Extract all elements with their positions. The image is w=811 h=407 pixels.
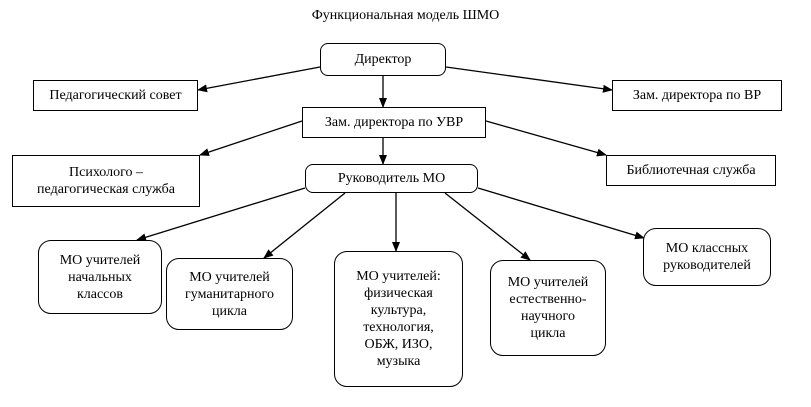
arrow-director-to-deputy-vr [445,66,613,93]
node-mo-science-label: МО учителей естественно-научного цикла [507,275,589,341]
arrow-mo-head-to-humanities [263,192,346,259]
node-mo-class-teachers-label: МО классных руководителей [663,241,751,273]
node-mo-head: Руководитель МО [305,164,478,193]
arrow-deputy-uvr-to-library [485,120,607,157]
node-psych-service-label: Психолого – педагогическая служба [37,165,175,197]
node-deputy-uvr-label: Зам. директора по УВР [324,115,464,130]
node-mo-primary-label: МО учителей начальных классов [59,252,141,302]
node-mo-head-label: Руководитель МО [337,171,446,186]
arrow-director-to-ped-council [197,66,321,93]
node-mo-pe-label: МО учителей: физическая культура, технол… [356,269,441,369]
node-ped-council: Педагогический совет [33,80,198,111]
node-mo-humanities-label: МО учителей гуманитарного цикла [185,269,274,319]
node-ped-council-label: Педагогический совет [49,88,182,103]
node-deputy-vr-label: Зам. директора по ВР [632,88,762,103]
node-mo-pe: МО учителей: физическая культура, технол… [334,251,463,387]
node-director-label: Директор [354,52,412,67]
node-library: Библиотечная служба [606,155,776,186]
node-mo-class-teachers: МО классных руководителей [643,228,771,286]
node-director: Директор [320,43,446,76]
node-library-label: Библиотечная служба [626,163,756,178]
node-deputy-vr: Зам. директора по ВР [612,80,782,111]
arrow-mo-head-to-science [444,192,531,261]
node-mo-humanities: МО учителей гуманитарного цикла [166,258,293,330]
diagram-title: Функциональная модель ШМО [311,8,500,23]
node-mo-primary: МО учителей начальных классов [38,240,162,314]
node-mo-science: МО учителей естественно-научного цикла [490,260,606,356]
node-deputy-uvr: Зам. директора по УВР [302,107,486,138]
arrow-deputy-uvr-to-psych [199,120,303,156]
arrow-mo-head-to-class-teachers [477,187,645,240]
node-psych-service: Психолого – педагогическая служба [12,155,200,207]
